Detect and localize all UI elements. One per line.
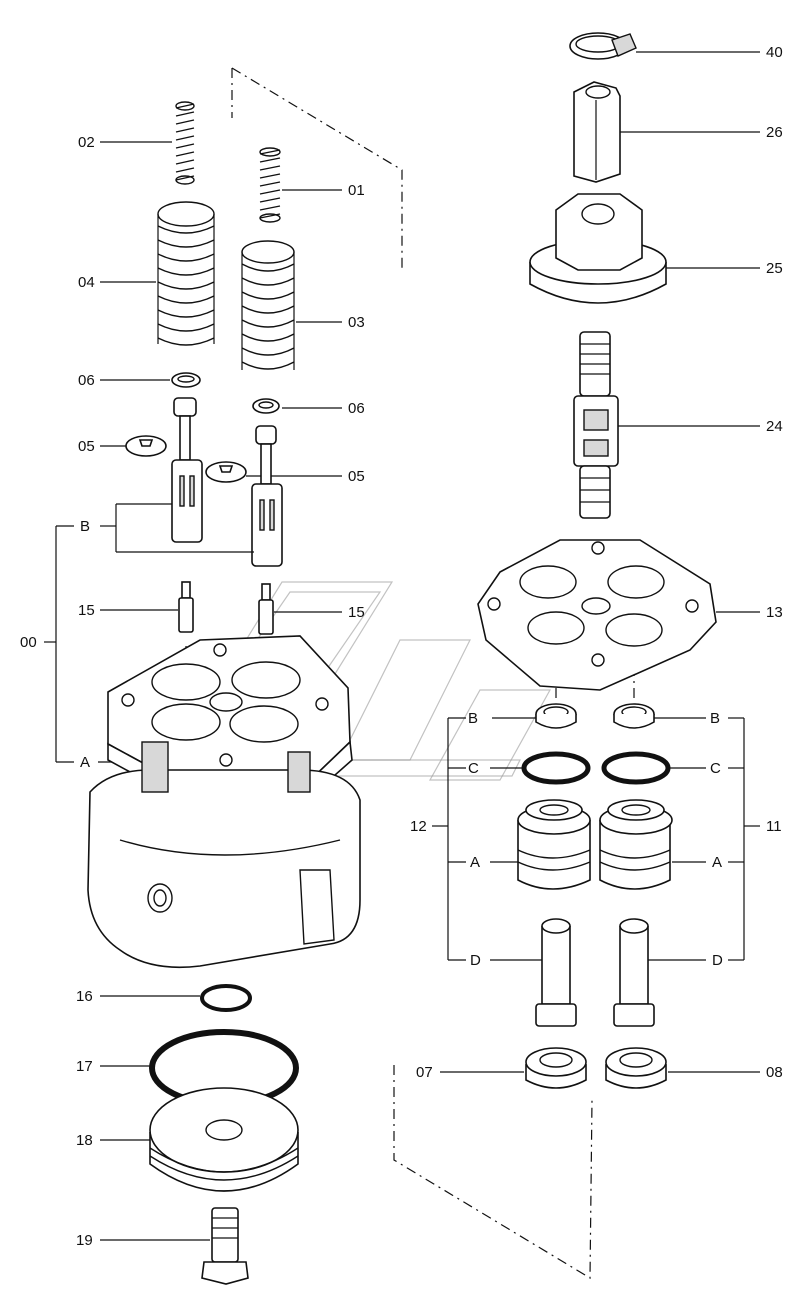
part-seal-B-left <box>535 703 577 729</box>
label-D-r1: D <box>470 952 481 969</box>
bracket-11 <box>648 717 760 961</box>
part-body-A-right <box>599 799 673 890</box>
part-15-pin-right <box>258 583 274 635</box>
part-25-flange-nut <box>529 193 667 304</box>
label-05a: 05 <box>78 438 95 455</box>
part-24-joint-shaft <box>573 331 619 519</box>
label-13: 13 <box>766 604 783 621</box>
label-03: 03 <box>348 314 365 331</box>
label-17: 17 <box>76 1058 93 1075</box>
label-25: 25 <box>766 260 783 277</box>
label-26: 26 <box>766 124 783 141</box>
part-08-nut <box>605 1047 667 1089</box>
label-05b: 05 <box>348 468 365 485</box>
label-06b: 06 <box>348 400 365 417</box>
label-D-r2: D <box>712 952 723 969</box>
bracket-00 <box>44 525 120 763</box>
label-12: 12 <box>410 818 427 835</box>
part-13-plate <box>477 539 717 691</box>
part-40-hose-clamp <box>569 32 637 60</box>
part-01-small-spring <box>259 147 281 223</box>
label-B-left: B <box>80 518 90 535</box>
label-00: 00 <box>20 634 37 651</box>
label-A-r2: A <box>712 854 722 871</box>
label-16: 16 <box>76 988 93 1005</box>
label-04: 04 <box>78 274 95 291</box>
part-19-bolt <box>201 1207 249 1285</box>
part-plunger-D-right <box>613 918 655 1027</box>
part-06-washer-left <box>171 372 201 388</box>
label-07: 07 <box>416 1064 433 1081</box>
part-body-A-left <box>517 799 591 890</box>
part-piston-right <box>251 425 283 567</box>
label-15a: 15 <box>78 602 95 619</box>
label-B-r2: B <box>710 710 720 727</box>
bracket-B-left <box>100 503 254 553</box>
label-15b: 15 <box>348 604 365 621</box>
label-C-r2: C <box>710 760 721 777</box>
part-07-nut <box>525 1047 587 1089</box>
part-05-retainer-right <box>205 461 247 483</box>
part-oring-C-left <box>521 751 591 785</box>
part-oring-C-right <box>601 751 671 785</box>
label-A-r1: A <box>470 854 480 871</box>
part-seal-B-right <box>613 703 655 729</box>
label-06a: 06 <box>78 372 95 389</box>
label-A-left: A <box>80 754 90 771</box>
part-16-small-oring <box>200 984 252 1012</box>
part-18-cover <box>149 1087 299 1192</box>
label-C-r1: C <box>468 760 479 777</box>
part-plunger-D-left <box>535 918 577 1027</box>
label-B-r1: B <box>468 710 478 727</box>
part-05-retainer-left <box>125 435 167 457</box>
label-40: 40 <box>766 44 783 61</box>
part-15-pin-left <box>178 581 194 633</box>
label-08: 08 <box>766 1064 783 1081</box>
bracket-12 <box>432 717 542 961</box>
label-01: 01 <box>348 182 365 199</box>
part-02-small-spring <box>175 101 195 185</box>
label-18: 18 <box>76 1132 93 1149</box>
label-02: 02 <box>78 134 95 151</box>
part-04-large-spring <box>157 201 215 346</box>
part-06-washer-right <box>252 398 280 414</box>
label-24: 24 <box>766 418 783 435</box>
label-19: 19 <box>76 1232 93 1249</box>
part-piston-left <box>171 397 203 543</box>
label-11: 11 <box>766 818 782 835</box>
part-26-hex-coupling <box>573 81 621 183</box>
part-03-large-spring <box>241 240 295 370</box>
part-housing <box>87 635 361 969</box>
